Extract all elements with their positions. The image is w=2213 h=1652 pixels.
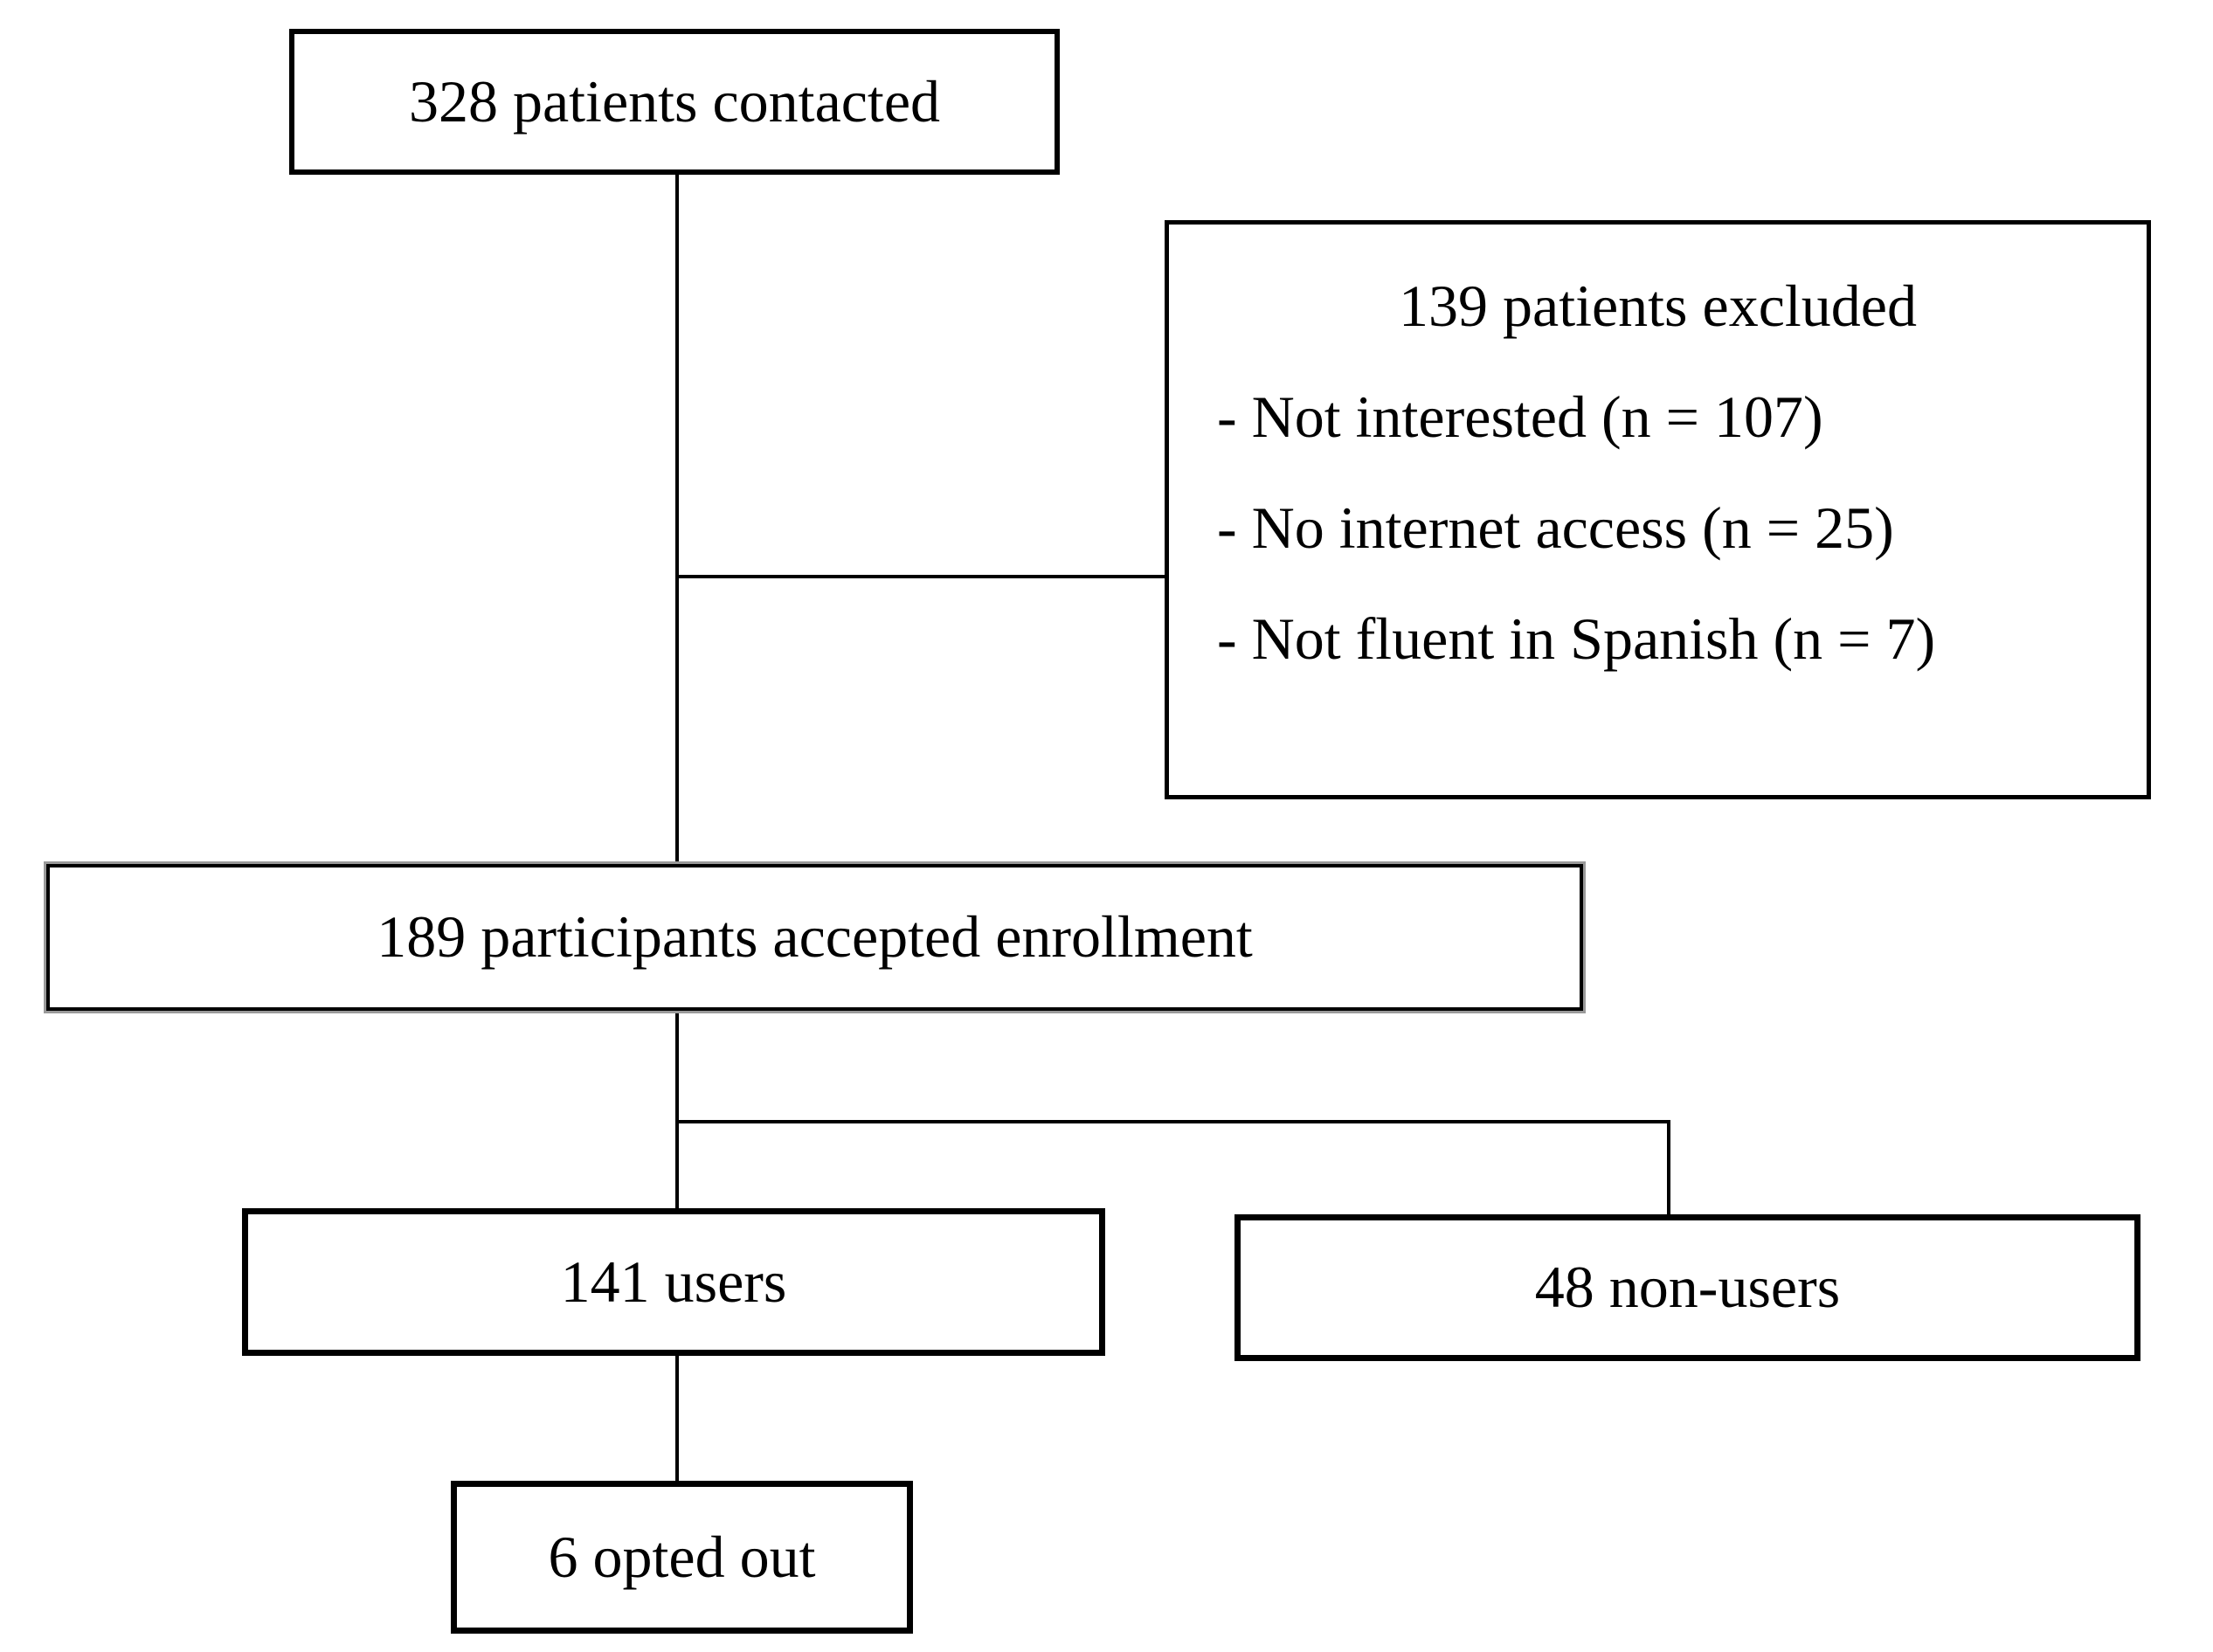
opted-out-label: 6 opted out: [548, 1523, 816, 1590]
excluded-reason-not-fluent: - Not fluent in Spanish (n = 7): [1217, 605, 1936, 672]
node-non-users: 48 non-users: [1234, 1214, 2140, 1361]
node-accepted-enrollment: 189 participants accepted enrollment: [44, 861, 1586, 1013]
patients-contacted-label: 328 patients contacted: [408, 67, 940, 135]
connector-branch-to-nonusers-vertical: [1667, 1120, 1670, 1216]
connector-branch-to-nonusers-horizontal: [677, 1120, 1670, 1123]
excluded-reason-not-interested: - Not interested (n = 107): [1217, 384, 1823, 450]
non-users-label: 48 non-users: [1534, 1254, 1841, 1321]
excluded-reason-no-internet: - No internet access (n = 25): [1217, 494, 1894, 561]
node-patients-contacted: 328 patients contacted: [289, 29, 1060, 175]
connector-enrolled-to-users: [675, 1009, 679, 1210]
accepted-enrollment-label: 189 participants accepted enrollment: [377, 903, 1253, 971]
connector-contacted-to-enrolled: [675, 175, 679, 864]
connector-users-to-optedout: [675, 1354, 679, 1483]
patients-excluded-title: 139 patients excluded: [1399, 273, 1917, 339]
users-label: 141 users: [560, 1248, 787, 1315]
connector-branch-to-excluded: [677, 575, 1165, 578]
node-users: 141 users: [242, 1208, 1105, 1356]
node-patients-excluded: 139 patients excluded - Not interested (…: [1165, 220, 2151, 799]
node-opted-out: 6 opted out: [451, 1481, 913, 1634]
